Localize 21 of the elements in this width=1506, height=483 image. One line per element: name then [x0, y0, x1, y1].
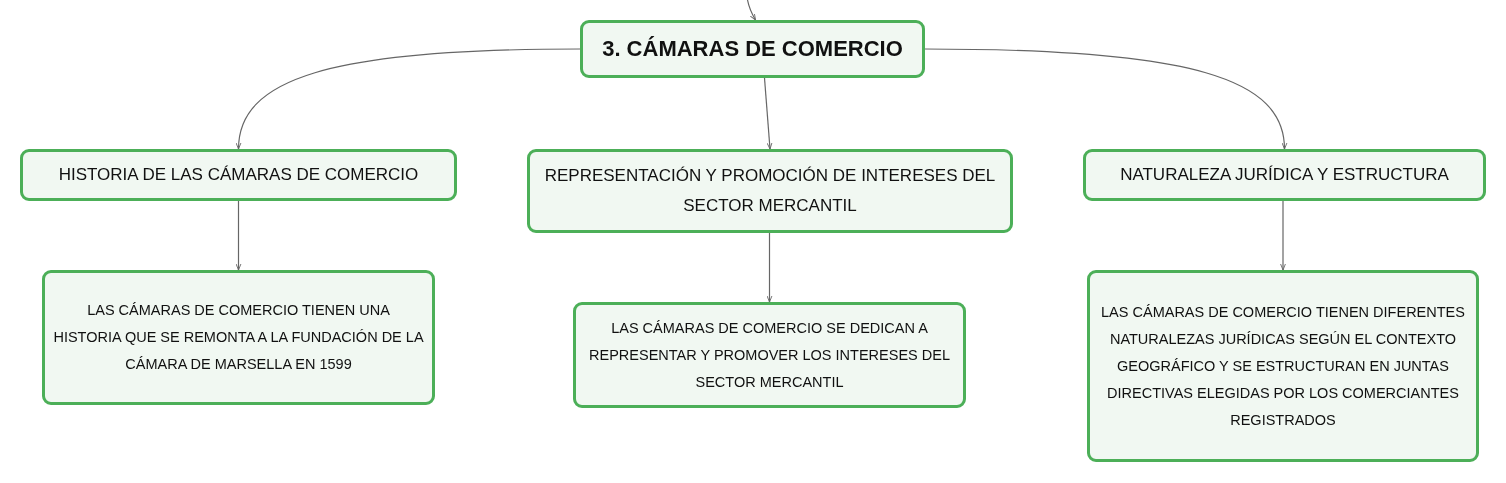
subtopic-box — [1083, 149, 1486, 201]
subtopic-box — [527, 149, 1013, 233]
node-text: NATURALEZA JURÍDICA Y ESTRUCTURA — [1119, 164, 1450, 186]
arrow — [763, 77, 773, 150]
node-text: 3. CÁMARAS DE COMERCIO — [602, 36, 903, 62]
arrow — [924, 48, 1287, 150]
note-box — [1087, 270, 1479, 462]
note-box — [573, 302, 966, 408]
topic-box — [580, 20, 925, 78]
node-text: LAS CÁMARAS DE COMERCIO TIENEN DIFERENTES NATURALEZAS JURÍDICAS SEGÚN EL CONTEXTO GEOGRÁFICO Y SE ESTRUCTURAN EN JUNTAS DIRECTIVAS ELEGIDAS POR LOS COMERCIANTES REGISTRADOS — [1100, 302, 1466, 430]
arrow — [746, 0, 757, 21]
arrow — [766, 232, 773, 303]
node-text: REPRESENTACIÓN Y PROMOCIÓN DE INTERESES DEL SECTOR MERCANTIL — [543, 165, 997, 217]
subtopic-box — [20, 149, 457, 201]
node-text: HISTORIA DE LAS CÁMARAS DE COMERCIO — [57, 164, 420, 186]
arrow — [236, 48, 581, 150]
arrow — [235, 200, 242, 271]
note-box — [42, 270, 435, 405]
arrow — [1280, 200, 1286, 271]
node-text: LAS CÁMARAS DE COMERCIO SE DEDICAN A REPRESENTAR Y PROMOVER LOS INTERESES DEL SECTOR MERCANTIL — [588, 318, 951, 392]
node-text: LAS CÁMARAS DE COMERCIO TIENEN UNA HISTORIA QUE SE REMONTA A LA FUNDACIÓN DE LA CÁMARA DE MARSELLA EN 1599 — [52, 301, 425, 374]
